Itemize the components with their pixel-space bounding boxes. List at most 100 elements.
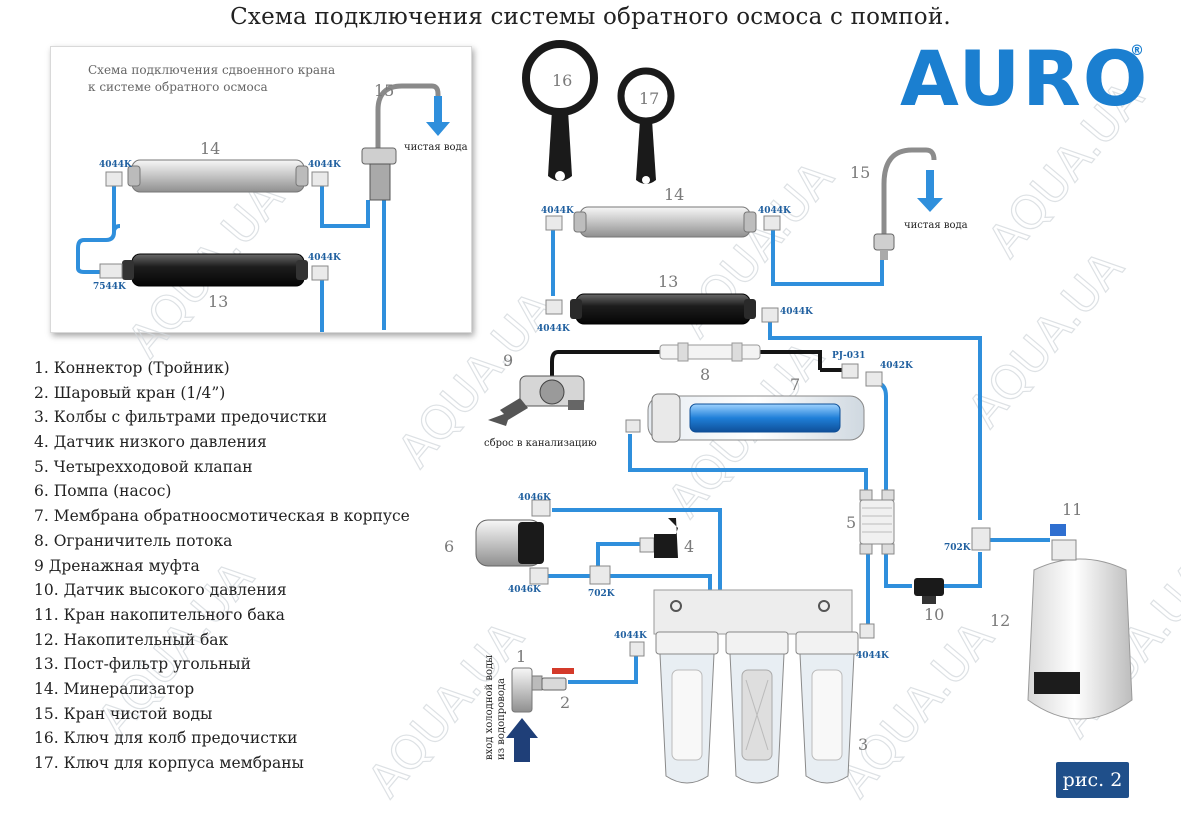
inlet-label: вход холодной воды из водопровода [484,655,507,760]
prefilter-bracket [653,589,853,635]
inset-elbow-fitting [105,171,123,187]
elbow-fitting-4044 [859,623,875,639]
prefilter-housing [795,631,859,784]
high-pressure-switch-10: 10 [914,578,944,624]
faucet-15: 15 чистая вода [850,147,968,260]
clean-water-arrow-icon [917,170,943,212]
legend-item: 3. Колбы с фильтрами предочистки [34,408,328,427]
inset-title-line2: к системе обратного осмоса [88,80,268,94]
inset-mineralizer [131,159,305,193]
ro-membrane-7: 7 [625,375,865,443]
legend-item: 17. Ключ для корпуса мембраны [34,754,304,772]
legend-item: 13. Пост-фильтр угольный [34,655,251,674]
inset-clean-water-arrow-icon [426,96,450,136]
logo-text: AURO [900,34,1150,123]
num-16: 16 [552,71,572,90]
elbow-fitting [763,215,781,231]
page-title: Схема подключения системы обратного осмо… [230,4,951,30]
pj031-fitting [841,363,859,379]
num-7: 7 [790,375,800,394]
inset-tube [320,186,370,228]
fitting-tag: 4044K [780,307,814,317]
membrane-wrench-17: 17 [617,67,675,184]
num-17: 17 [639,89,659,108]
elbow-fitting [545,215,563,231]
num-1: 1 [516,647,526,666]
fitting-tag: 4044K [614,631,648,641]
inset-tag-4044: 4044K [99,160,133,170]
num-13: 13 [658,272,678,291]
legend-item: 15. Кран чистой воды [34,704,213,723]
wrench-keys: 16 17 [522,40,675,184]
carbon-filter-13: 13 4044K 4044K [537,272,814,334]
inset-num-14: 14 [200,139,220,158]
drain-saddle-9: 9 сброс в канализацию [484,351,597,449]
prefilters-3: 4044K 4044K 3 [614,589,890,784]
inset-diagram: Схема подключения сдвоенного крана к сис… [76,63,468,332]
inlet-arrow-icon [506,718,538,762]
legend-item: 4. Датчик низкого давления [34,433,267,452]
num-5: 5 [846,513,856,532]
drain-arrow-icon [488,398,528,426]
tee-fitting-702 [971,527,991,551]
mineralizer-14: 14 4044K 4044K [541,185,792,238]
fitting-tag: 4044K [758,206,792,216]
inset-mineralizer-cap [127,165,141,187]
num-14: 14 [664,185,684,204]
inset-elbow-fitting [311,265,329,281]
num-8: 8 [700,365,710,384]
num-12: 12 [990,611,1010,630]
inset-carbon-cap [122,260,134,280]
inset-num-13: 13 [208,292,228,311]
elbow-fitting [625,419,641,433]
elbow-fitting-4042 [865,371,883,387]
four-way-valve-5: 5 [846,489,895,555]
num-3: 3 [858,735,868,754]
legend-item: 7. Мембрана обратноосмотическая в корпус… [34,507,410,526]
inset-tube [76,182,116,274]
num-4: 4 [684,537,694,556]
elbow-fitting [761,307,779,323]
legend-item: 16. Ключ для колб предочистки [34,729,298,748]
inset-elbow-fitting [311,171,329,187]
auro-logo: AURO ® [900,34,1147,124]
legend-item: 6. Помпа (насос) [34,482,172,501]
legend-item: 9 Дренажная муфта [34,556,200,575]
drain-tube-black [550,350,822,376]
tank-valve-handle [1050,524,1066,536]
inset-faucet-spout [375,83,441,160]
inlet-label-line2: из водопровода [496,678,507,760]
num-2: 2 [560,693,570,712]
legend-item: 12. Накопительный бак [34,630,229,649]
fitting-tag: 4044K [541,206,575,216]
tank-label-plate [1034,672,1080,694]
fitting-tag: 702K [944,543,972,553]
elbow-fitting [545,299,563,315]
legend-list: 1. Коннектор (Тройник) 2. Шаровый кран (… [34,356,434,776]
legend-item: 14. Минерализатор [34,679,195,698]
inlet-connector-1: 1 [511,647,543,713]
tank-valve-11 [1051,539,1077,561]
fitting-tag: PJ-031 [832,351,866,361]
inset-clean-water-label: чистая вода [404,142,468,153]
elbow-fitting-4046 [531,499,551,517]
fitting-tag: 4046K [518,493,552,503]
inlet-label-line1: вход холодной воды [484,655,495,760]
inset-num-15: 15 [374,81,394,100]
inset-mineralizer-cap [295,165,309,187]
fitting-tag: 4042K [880,361,914,371]
figure-label-badge: рис. 2 [1056,762,1129,798]
legend-item: 5. Четырехходовой клапан [34,457,253,476]
inset-faucet-body [361,147,397,165]
pump-6: 6 4046K 4046K [444,493,552,595]
num-11: 11 [1062,500,1082,519]
legend-item: 1. Коннектор (Тройник) [34,359,230,377]
elbow-fitting-4046 [529,567,549,585]
elbow-fitting-4044 [629,641,645,657]
num-10: 10 [924,605,944,624]
storage-tank-12: 11 12 [990,500,1133,720]
legend-item: 11. Кран накопительного бака [34,605,285,624]
inset-carbon-cap [296,260,308,280]
